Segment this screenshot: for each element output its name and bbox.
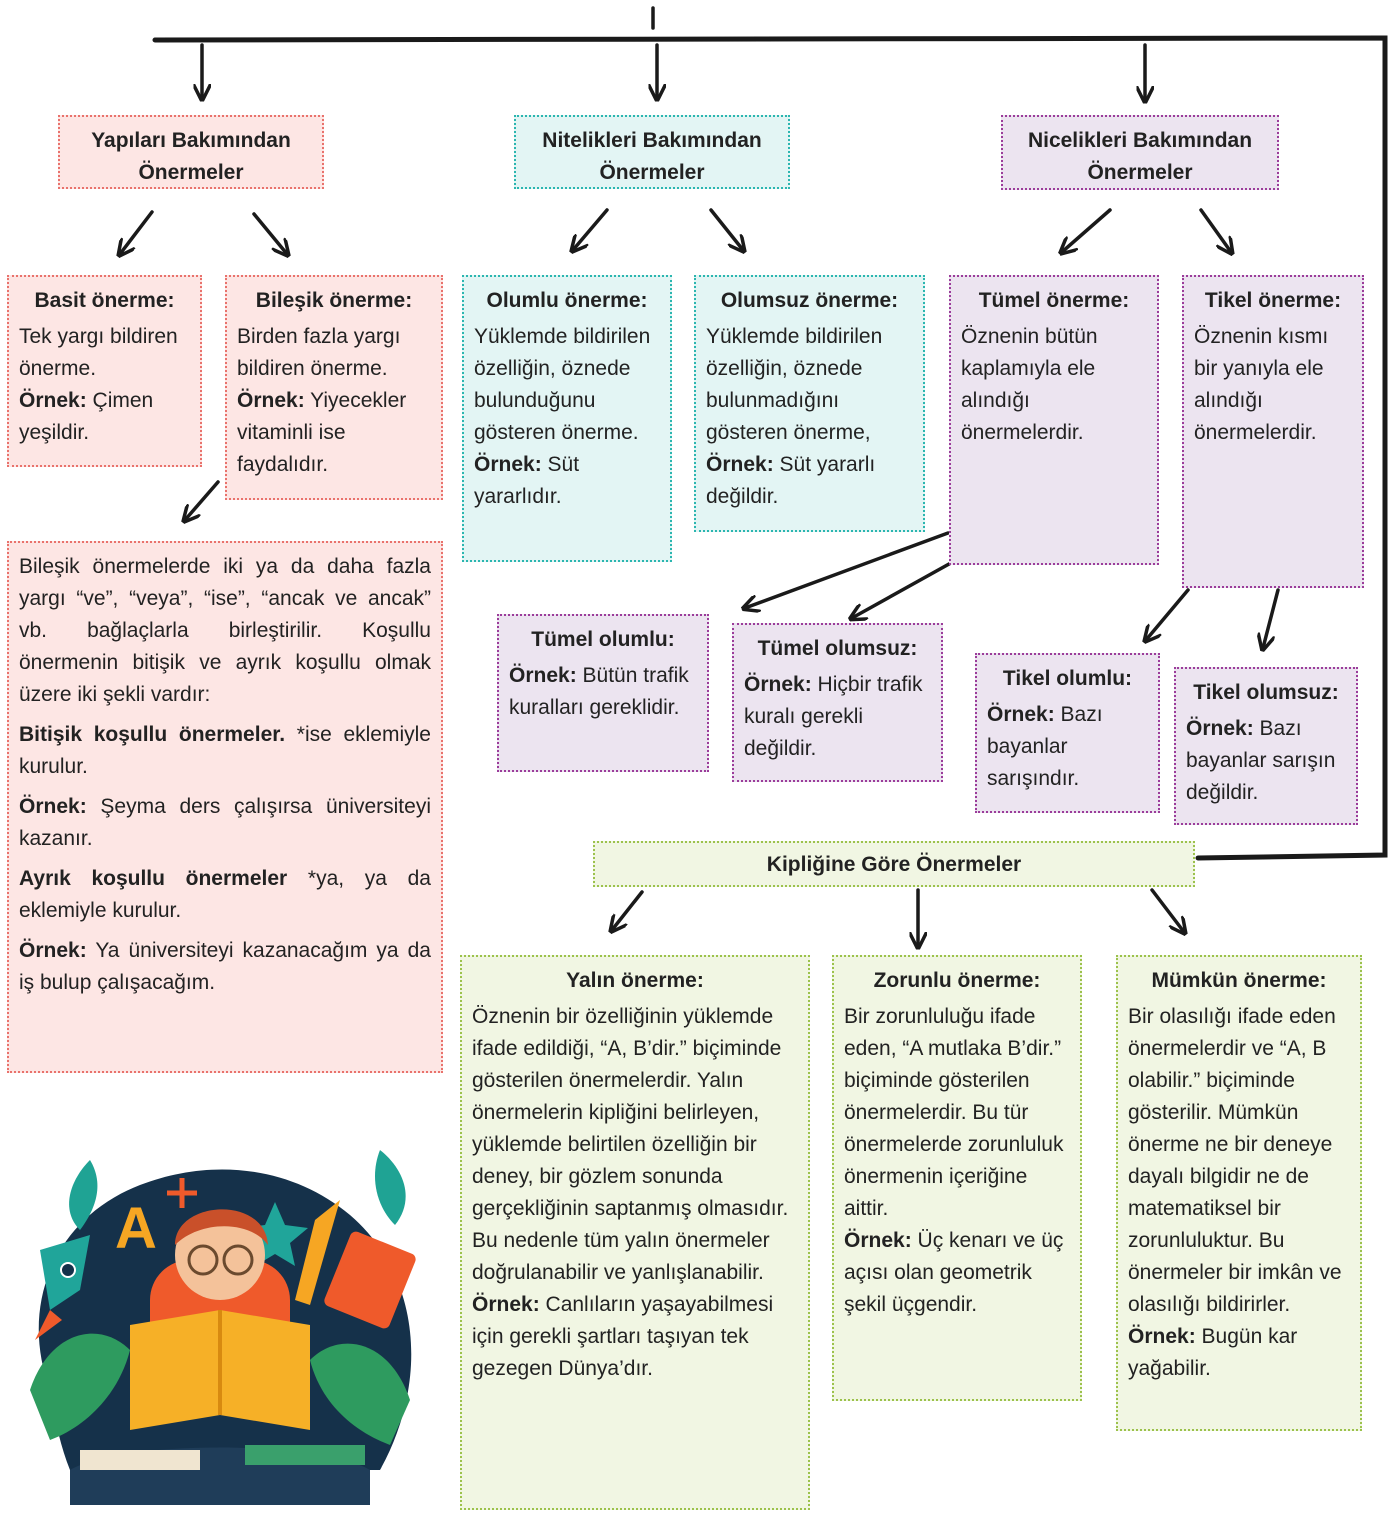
affirmative-proposition-box: Olumlu önerme: Yüklemde bildirilen özell… bbox=[462, 275, 672, 562]
simple-example-label: Örnek: bbox=[19, 389, 87, 412]
affirmative-proposition-desc: Yüklemde bildirilen özelliğin, öznede bu… bbox=[474, 325, 651, 444]
particular-negative-title: Tikel olumsuz: bbox=[1193, 681, 1339, 704]
disjoint-conditional-text: *ya, ya da eklemiyle kurulur. bbox=[19, 867, 431, 922]
plus-icon bbox=[167, 1178, 197, 1208]
universal-affirmative-example-text: Bütün trafik kuralları gereklidir. bbox=[509, 664, 689, 719]
possible-example-label: Örnek: bbox=[1128, 1325, 1196, 1348]
universal-affirmative-example-label: Örnek: bbox=[509, 664, 577, 687]
possible-proposition-box: Mümkün önerme: Bir olasılığı ifade eden … bbox=[1116, 955, 1362, 1431]
particular-affirmative-title: Tikel olumlu: bbox=[1002, 667, 1133, 690]
student-face bbox=[175, 1210, 265, 1300]
adjacent-conditional-label: Bitişik koşullu önermeler. bbox=[19, 723, 286, 746]
affirmative-example-text: Süt yararlıdır. bbox=[474, 453, 580, 508]
universal-negative-example-label: Örnek: bbox=[744, 673, 812, 696]
possible-example-text: Bugün kar yağabilir. bbox=[1128, 1325, 1298, 1380]
universal-proposition-box: Tümel önerme: Öznenin bütün kaplamıyla e… bbox=[949, 275, 1159, 565]
rocket-icon bbox=[35, 1235, 90, 1340]
particular-negative-example-text: Bazı bayanlar sarışın değildir. bbox=[1186, 717, 1336, 804]
negative-proposition-title: Olumsuz önerme: bbox=[720, 289, 899, 312]
universal-negative-example-text: Hiçbir trafik kuralı gerekli değildir. bbox=[744, 673, 923, 760]
necessary-proposition-title: Zorunlu önerme: bbox=[873, 969, 1041, 992]
quantity-category-header: Nicelikleri Bakımından Önermeler bbox=[1001, 115, 1279, 190]
quality-category-title: Nitelikleri Bakımından Önermeler bbox=[542, 129, 762, 184]
universal-affirmative-box: Tümel olumlu: Örnek: Bütün trafik kurall… bbox=[497, 614, 709, 772]
compound-note-box: Bileşik önermelerde iki ya da daha fazla… bbox=[7, 541, 443, 1073]
simple-proposition-title: Basit önerme: bbox=[34, 289, 175, 312]
universal-proposition-desc: Öznenin bütün kaplamıyla ele alındığı ön… bbox=[961, 325, 1098, 444]
quality-category-header: Nitelikleri Bakımından Önermeler bbox=[514, 115, 790, 189]
notebook-icon bbox=[324, 1231, 416, 1329]
adjacent-conditional-text: *ise eklemiyle kurulur. bbox=[19, 723, 431, 778]
universal-negative-box: Tümel olumsuz: Örnek: Hiçbir trafik kura… bbox=[732, 623, 943, 782]
universal-proposition-title: Tümel önerme: bbox=[978, 289, 1130, 312]
compound-proposition-box: Bileşik önerme: Birden fazla yargı bildi… bbox=[225, 275, 443, 500]
note-example1-text: Şeyma ders çalışırsa üniversiteyi kazanı… bbox=[19, 795, 431, 850]
structure-category-header: Yapıları Bakımından Önermeler bbox=[58, 115, 324, 189]
particular-proposition-box: Tikel önerme: Öznenin kısmı bir yanıyla … bbox=[1182, 275, 1364, 588]
particular-negative-example-label: Örnek: bbox=[1186, 717, 1254, 740]
assertoric-proposition-title: Yalın önerme: bbox=[566, 969, 704, 992]
affirmative-example-label: Örnek: bbox=[474, 453, 542, 476]
particular-proposition-desc: Öznenin kısmı bir yanıyla ele alındığı ö… bbox=[1194, 325, 1329, 444]
necessary-proposition-box: Zorunlu önerme: Bir zorunluluğu ifade ed… bbox=[832, 955, 1082, 1401]
assertoric-proposition-desc: Öznenin bir özelliğinin yüklemde ifade e… bbox=[472, 1005, 789, 1284]
structure-category-title: Yapıları Bakımından Önermeler bbox=[91, 129, 291, 184]
quantity-category-title: Nicelikleri Bakımından Önermeler bbox=[1027, 129, 1253, 184]
assertoric-example-text: Canlıların yaşayabilmesi için gerekli şa… bbox=[472, 1293, 774, 1380]
particular-affirmative-example-text: Bazı bayanlar sarışındır. bbox=[987, 703, 1103, 790]
universal-affirmative-title: Tümel olumlu: bbox=[531, 628, 675, 651]
modality-category-title: Kipliğine Göre Önermeler bbox=[766, 853, 1022, 876]
note-example2-text: Ya üniversiteyi kazanacağım ya da iş bul… bbox=[19, 939, 431, 994]
note-example1-label: Örnek: bbox=[19, 795, 87, 818]
negative-proposition-desc: Yüklemde bildirilen özelliğin, öznede bu… bbox=[706, 325, 883, 444]
compound-proposition-title: Bileşik önerme: bbox=[255, 289, 413, 312]
assertoric-example-label: Örnek: bbox=[472, 1293, 540, 1316]
negative-example-label: Örnek: bbox=[706, 453, 774, 476]
particular-proposition-title: Tikel önerme: bbox=[1204, 289, 1342, 312]
compound-proposition-desc: Birden fazla yargı bildiren önerme. bbox=[237, 325, 401, 380]
assertoric-proposition-box: Yalın önerme: Öznenin bir özelliğinin yü… bbox=[460, 955, 810, 1510]
negative-proposition-box: Olumsuz önerme: Yüklemde bildirilen özel… bbox=[694, 275, 925, 532]
affirmative-proposition-title: Olumlu önerme: bbox=[486, 289, 648, 312]
particular-affirmative-example-label: Örnek: bbox=[987, 703, 1055, 726]
possible-proposition-desc: Bir olasılığı ifade eden önermelerdir ve… bbox=[1128, 1005, 1342, 1316]
necessary-example-label: Örnek: bbox=[844, 1229, 912, 1252]
simple-example-text: Çimen yeşildir. bbox=[19, 389, 154, 444]
reading-student-illustration: A bbox=[30, 1150, 416, 1505]
negative-example-text: Süt yararlı değildir. bbox=[706, 453, 876, 508]
compound-note-intro: Bileşik önermelerde iki ya da daha fazla… bbox=[19, 555, 431, 706]
necessary-proposition-desc: Bir zorunluluğu ifade eden, “A mutlaka B… bbox=[844, 1005, 1064, 1220]
glasses-icon bbox=[187, 1244, 219, 1276]
necessary-example-text: Üç kenarı ve üç açısı olan geometrik şek… bbox=[844, 1229, 1064, 1316]
modality-category-header: Kipliğine Göre Önermeler bbox=[593, 841, 1195, 887]
compound-example-text: Yiyecekler vitaminli ise faydalıdır. bbox=[237, 389, 407, 476]
possible-proposition-title: Mümkün önerme: bbox=[1151, 969, 1327, 992]
note-example2-label: Örnek: bbox=[19, 939, 87, 962]
particular-affirmative-box: Tikel olumlu: Örnek: Bazı bayanlar sarış… bbox=[975, 653, 1160, 813]
compound-example-label: Örnek: bbox=[237, 389, 305, 412]
particular-negative-box: Tikel olumsuz: Örnek: Bazı bayanlar sarı… bbox=[1174, 667, 1358, 825]
universal-negative-title: Tümel olumsuz: bbox=[757, 637, 918, 660]
simple-proposition-box: Basit önerme: Tek yargı bildiren önerme.… bbox=[7, 275, 202, 467]
letter-a-icon: A bbox=[115, 1196, 157, 1261]
pencil-icon bbox=[295, 1200, 340, 1305]
disjoint-conditional-label: Ayrık koşullu önermeler bbox=[19, 867, 288, 890]
student-hair bbox=[175, 1209, 268, 1245]
simple-proposition-desc: Tek yargı bildiren önerme. bbox=[19, 325, 178, 380]
